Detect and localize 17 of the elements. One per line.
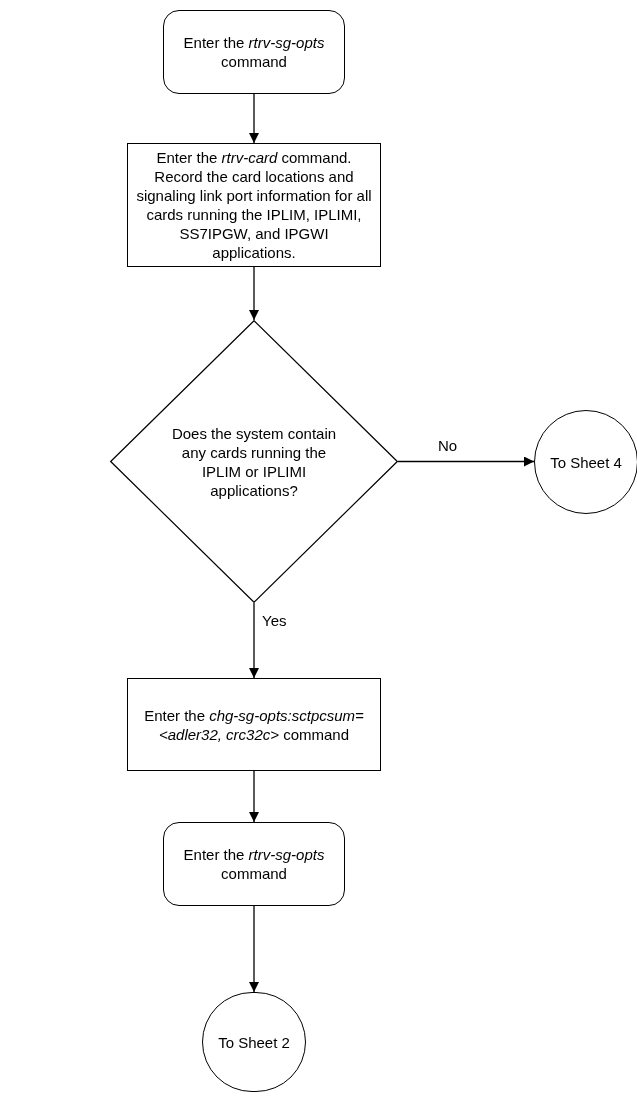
node-text: To Sheet 4 xyxy=(549,452,623,472)
decision-diamond xyxy=(110,320,398,603)
arrow xyxy=(249,770,259,823)
node-text: Enter the rtrv-sg-opts command xyxy=(182,845,326,883)
arrow xyxy=(249,602,259,679)
start-box xyxy=(163,10,345,94)
start-box xyxy=(163,822,345,906)
node-text: Enter the rtrv-sg-opts command xyxy=(182,33,326,71)
arrow xyxy=(249,93,259,144)
arrow xyxy=(249,905,259,993)
node-text: Enter the rtrv-card command. Record the card locations and signaling link port information for all cards running the IPLIM, IPLIMI, SS7IPGW, and IPGWI applications. xyxy=(135,148,373,262)
process-box xyxy=(127,678,381,771)
node-text: Enter the chg-sg-opts:sctpcsum=<adler32, crc32c> command xyxy=(143,705,365,744)
node-text: Does the system contain any cards running the IPLIM or IPLIMI applications? xyxy=(170,423,338,500)
arrow xyxy=(249,266,259,321)
arrow xyxy=(397,456,535,467)
node-text: To Sheet 2 xyxy=(217,1032,291,1052)
